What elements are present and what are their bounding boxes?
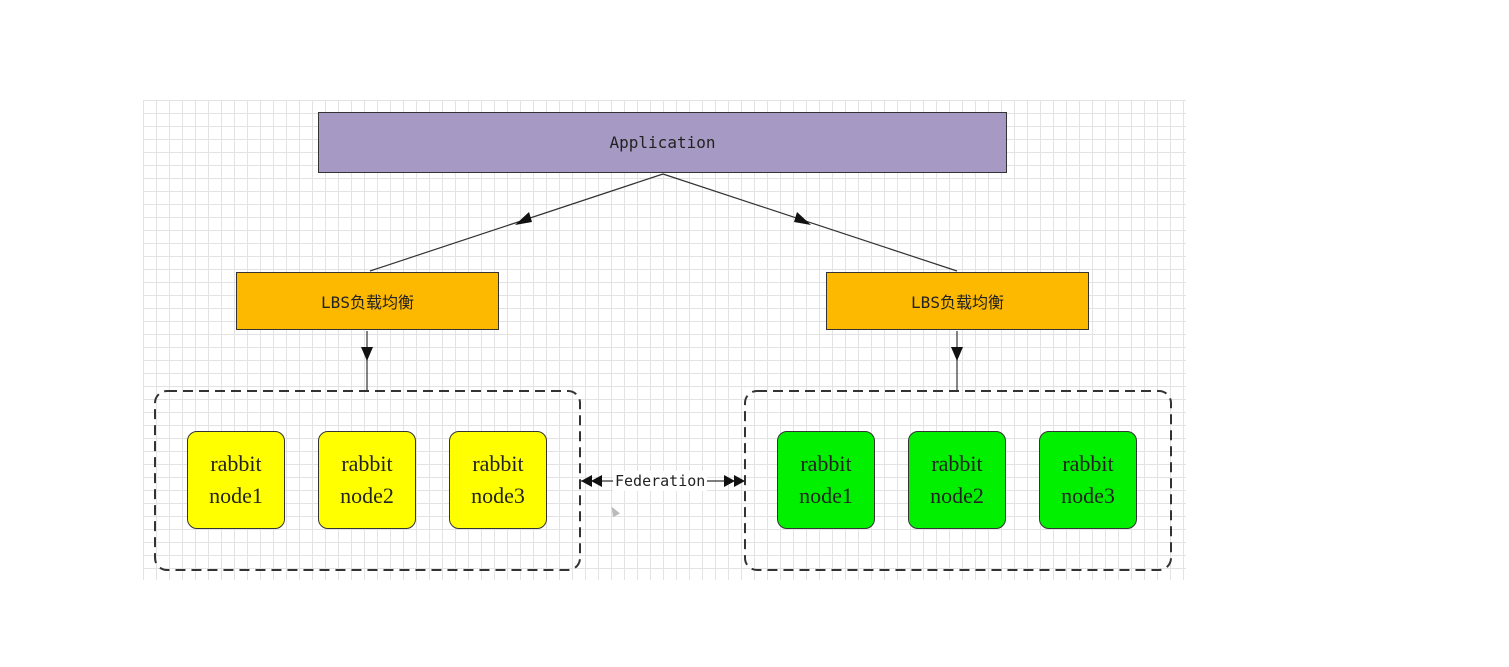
node-line2: node3	[471, 483, 525, 508]
connector-app-to-lbs-left	[369, 173, 664, 272]
left-rabbit-node3: rabbit node3	[449, 431, 547, 529]
federation-arrowhead-left-inner	[591, 475, 602, 487]
arrowhead-lbs-left-down	[361, 347, 373, 361]
node-line1: rabbit	[800, 451, 852, 476]
cluster-left-container	[154, 390, 581, 571]
federation-label: Federation	[613, 471, 708, 491]
right-rabbit-node3: rabbit node3	[1039, 431, 1137, 529]
arrowhead-app-right	[794, 212, 811, 225]
application-box: Application	[318, 112, 1007, 173]
node-line2: node1	[209, 483, 263, 508]
node-line2: node2	[340, 483, 394, 508]
right-rabbit-node2: rabbit node2	[908, 431, 1006, 529]
federation-arrowhead-left-outer	[581, 475, 592, 487]
federation-arrowhead-right-inner	[724, 475, 735, 487]
connector-app-to-lbs-right	[662, 173, 958, 272]
node-line1: rabbit	[341, 451, 393, 476]
arrowhead-app-left	[515, 212, 532, 225]
node-line1: rabbit	[931, 451, 983, 476]
load-balancer-right-label: LBS负载均衡	[911, 293, 1004, 312]
node-line2: node3	[1061, 483, 1115, 508]
node-line1: rabbit	[472, 451, 524, 476]
arrowhead-lbs-right-down	[951, 347, 963, 361]
load-balancer-left-label: LBS负载均衡	[321, 293, 414, 312]
node-line2: node2	[930, 483, 984, 508]
federation-arrowhead-right-outer	[734, 475, 745, 487]
node-line2: node1	[799, 483, 853, 508]
load-balancer-right: LBS负载均衡	[826, 272, 1089, 330]
grid-canvas	[143, 100, 1186, 580]
load-balancer-left: LBS负载均衡	[236, 272, 499, 330]
application-label: Application	[609, 133, 716, 152]
left-rabbit-node2: rabbit node2	[318, 431, 416, 529]
left-rabbit-node1: rabbit node1	[187, 431, 285, 529]
node-line1: rabbit	[210, 451, 262, 476]
node-line1: rabbit	[1062, 451, 1114, 476]
right-rabbit-node1: rabbit node1	[777, 431, 875, 529]
